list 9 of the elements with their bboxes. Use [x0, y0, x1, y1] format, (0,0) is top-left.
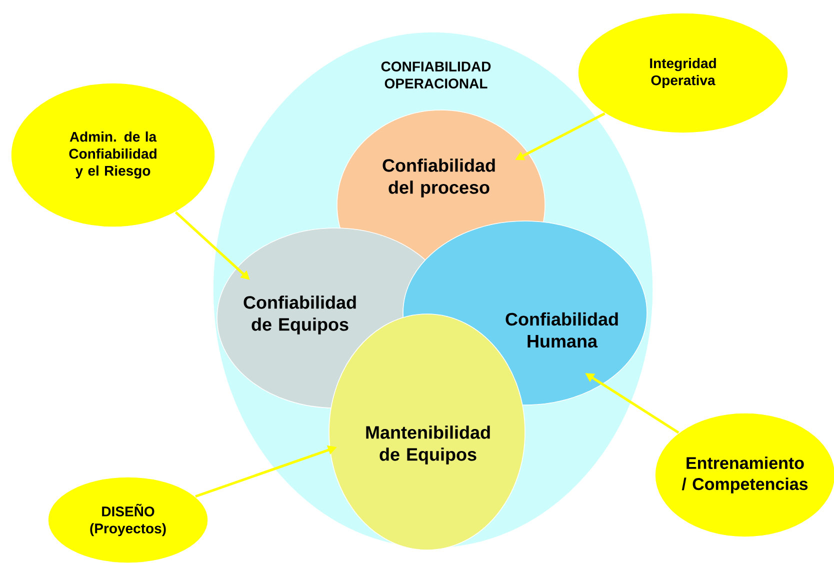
node-label: Confiabilidad Humana: [506, 312, 618, 348]
node-label: Entrenamiento / Competencias: [682, 456, 808, 494]
node-label: DISEÑO (Proyectos): [90, 504, 166, 536]
node-label: Confiabilidad del proceso: [382, 158, 495, 198]
node-label: Mantenibilidad de Equipos: [366, 426, 490, 464]
node-label: Integridad Operativa: [650, 58, 716, 88]
node-label: Admin. de la Confiabilidad y el Riesgo: [69, 131, 157, 179]
node-label: Confiabilidad de Equipos: [244, 296, 356, 334]
heading: CONFIABILIDAD OPERACIONAL: [381, 62, 491, 88]
